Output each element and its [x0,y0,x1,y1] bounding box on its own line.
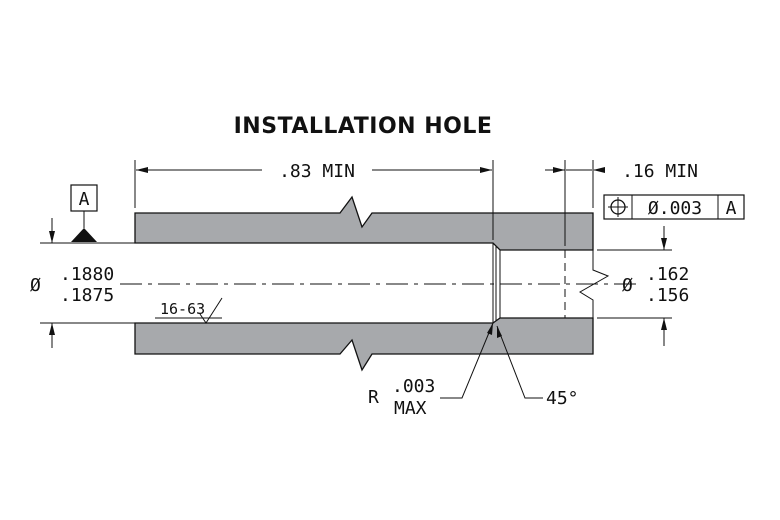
hole-dia-lower: .156 [646,285,689,306]
hole-dia-upper: .162 [646,264,689,285]
length-dimension: .83 MIN [134,160,494,240]
drawing-title: INSTALLATION HOLE [234,114,493,139]
surface-finish-label: 16-63 [160,300,205,318]
fcf-tolerance: Ø.003 [648,198,702,219]
chamfer-callout: 45° [496,325,579,409]
depth-min-label: .16 MIN [622,161,698,182]
position-icon [608,197,628,217]
radius-note: MAX [394,398,427,419]
fcf-datum-ref: A [726,198,737,219]
surface-finish-callout: 16-63 [155,297,223,324]
radius-prefix: R [368,387,379,408]
bore-dia-lower: .1875 [60,285,114,306]
lower-wall-section [134,317,594,372]
length-min-label: .83 MIN [279,161,355,182]
depth-dimension: .16 MIN [545,160,698,246]
bore-dia-upper: .1880 [60,264,114,285]
datum-feature-symbol: A [40,184,135,348]
hole-diameter-dimension: Ø .162 .156 [597,226,689,346]
bore-dia-symbol: Ø [30,275,41,296]
hole-dia-symbol: Ø [622,275,633,296]
chamfer-angle-label: 45° [546,388,579,409]
radius-callout: R .003 MAX [368,322,494,419]
feature-control-frame: Ø.003 A [603,194,745,220]
upper-wall-section [134,195,594,251]
datum-label: A [79,189,90,210]
radius-value: .003 [392,376,435,397]
bore-diameter-dimension: Ø .1880 .1875 [30,264,114,306]
